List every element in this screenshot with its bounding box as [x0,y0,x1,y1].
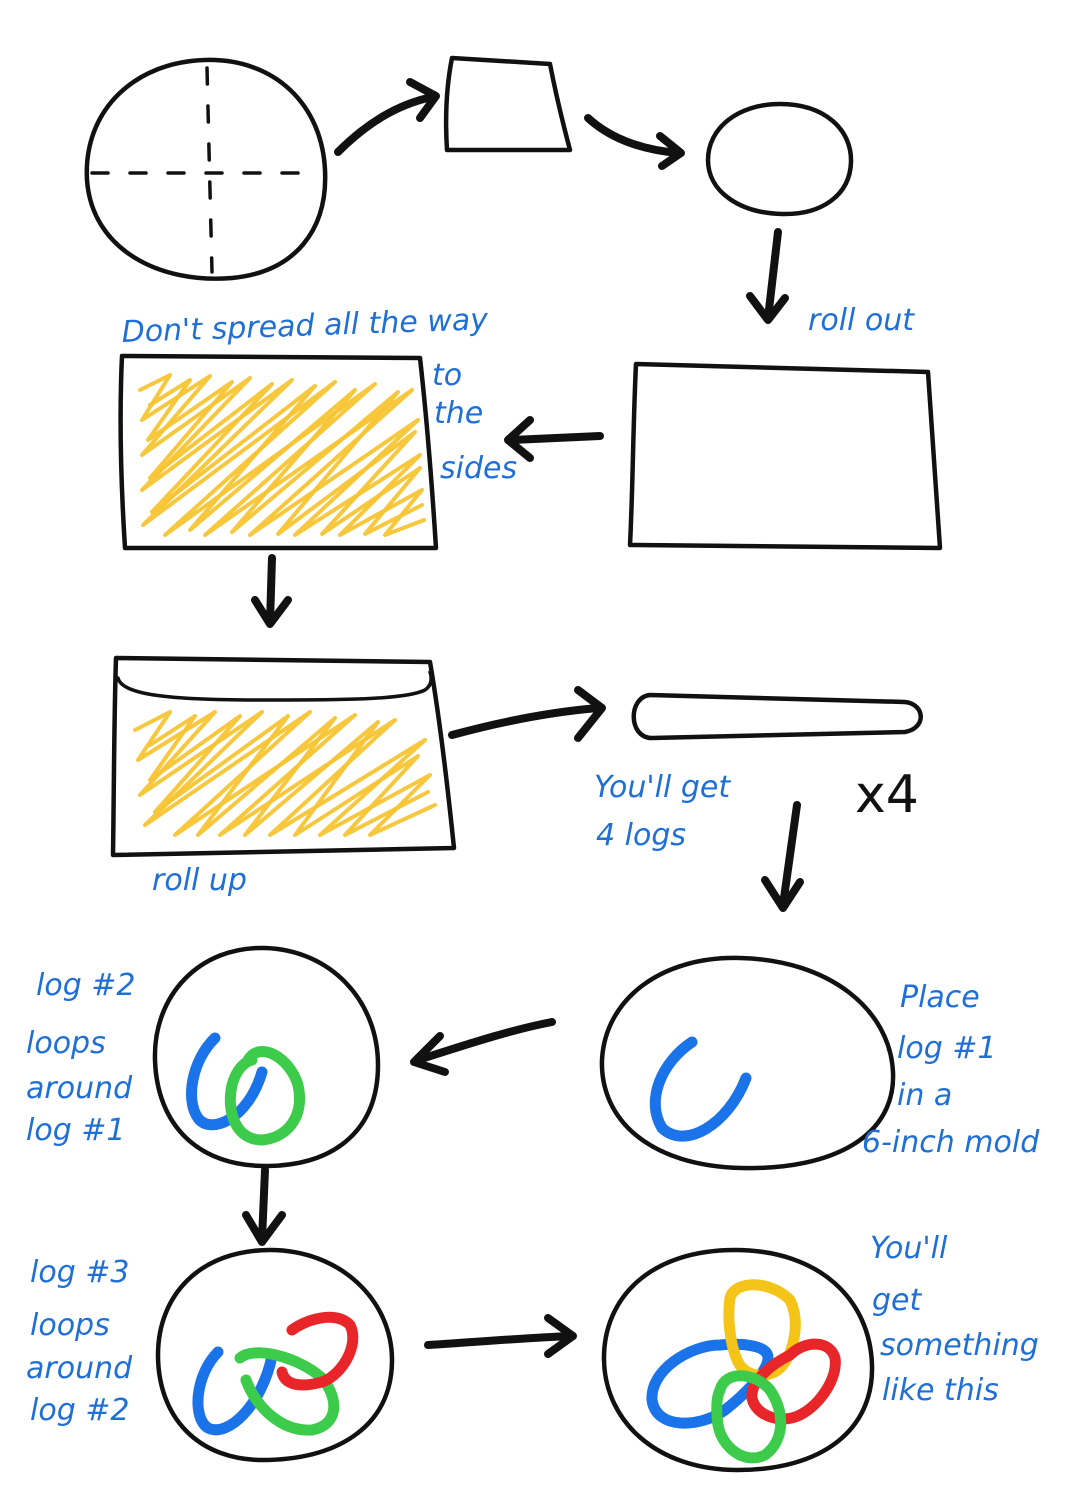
logs-note-line-1: You'll get [594,770,731,805]
spread-note-line-1: Don't spread all the way [121,302,490,350]
times-four-label: x4 [855,765,919,825]
quarter-divider-vertical [205,66,214,274]
place-note-line-3: in a [897,1078,952,1113]
rolled-filling-scribble-layer-2 [148,714,430,837]
log2-rope-4 [711,1370,787,1464]
rolled-edge-curve [116,670,433,702]
log3-step: log #3 loops around log #2 [26,1247,395,1463]
arrowhead-roll-up [251,596,292,628]
log2-rope [224,1046,305,1146]
log2-note-line-4: log #1 [26,1113,126,1148]
log3-note-line-3: around [26,1351,133,1386]
log1-rope [649,1036,752,1142]
roll-out-label: roll out [808,303,915,338]
rolled-dough-rectangle [627,361,943,551]
log2-note-line-3: around [26,1071,133,1106]
arrowhead-to-log2-step [410,1032,449,1076]
mold-log1-step: Place log #1 in a 6-inch mold [599,955,1040,1171]
small-dough-ball [705,101,854,217]
arrow-to-filled-rectangle [508,432,604,444]
arrow-down-to-mold [779,801,801,909]
arrowhead-roll-out [746,292,789,324]
log1-rope-3 [192,1346,278,1436]
rolled-filling-scribble [133,710,437,837]
log2-note-line-2: loops [26,1026,106,1061]
dough-ball-step [84,57,328,281]
dough-wedge [443,55,573,153]
filled-dough-step: Don't spread all the way to the sides [118,302,517,551]
log3-note-line-4: log #2 [30,1393,130,1428]
filled-dough-rectangle [118,353,439,551]
spread-note-line-4: sides [440,451,517,486]
arrow-to-result [424,1332,574,1349]
result-note-line-2: get [872,1283,923,1318]
spread-note-line-3: the [434,396,483,431]
arrowhead-to-log3-step [242,1211,286,1246]
log2-rope-3 [234,1347,340,1436]
dough-ball-outline [84,57,328,281]
mold-circle-4 [601,1247,875,1473]
log4-rope [723,1279,801,1381]
arrowhead-to-small-ball [656,132,685,170]
place-note-line-1: Place [900,980,980,1015]
log1-rope-2 [186,1032,268,1131]
arrow-to-small-ball [584,114,682,157]
dough-log [631,692,923,741]
arrowhead-to-log [574,686,606,742]
roll-up-label: roll up [152,863,247,898]
result-step: You'll get something like this [601,1231,1039,1473]
log3-rope [276,1311,359,1391]
arrow-down-to-log3-step [258,1166,269,1244]
arrow-down-roll-out [764,228,782,322]
rolled-up-step: roll up [110,655,457,898]
arrowhead-to-mold [761,876,804,912]
log3-note-line-2: loops [30,1308,110,1343]
mold-circle-1 [599,955,896,1171]
arrow-to-log2-step [414,1018,556,1064]
place-note-line-2: log #1 [897,1031,997,1066]
filling-scribble-layer-2 [146,378,424,536]
logs-note-line-2: 4 logs [596,818,686,853]
result-note-line-3: something [880,1328,1039,1363]
place-note-line-4: 6-inch mold [862,1125,1040,1160]
arrowhead-to-result [544,1314,577,1358]
mold-circle-3 [155,1247,395,1463]
rolled-up-rectangle [110,655,457,858]
arrow-to-log [448,704,602,739]
result-note-line-4: like this [882,1373,999,1408]
log3-note-line-1: log #3 [30,1255,130,1290]
log2-note-line-1: log #2 [36,968,136,1003]
log2-step: log #2 loops around log #1 [26,945,381,1169]
arrow-down-roll-up [266,554,276,626]
arrowhead-to-filled-rectangle [504,416,534,462]
arrow-to-wedge [334,93,436,156]
arrowhead-to-wedge [406,78,440,122]
result-note-line-1: You'll [870,1231,948,1266]
spread-note-line-2: to [432,358,462,393]
mold-circle-2 [152,945,381,1169]
